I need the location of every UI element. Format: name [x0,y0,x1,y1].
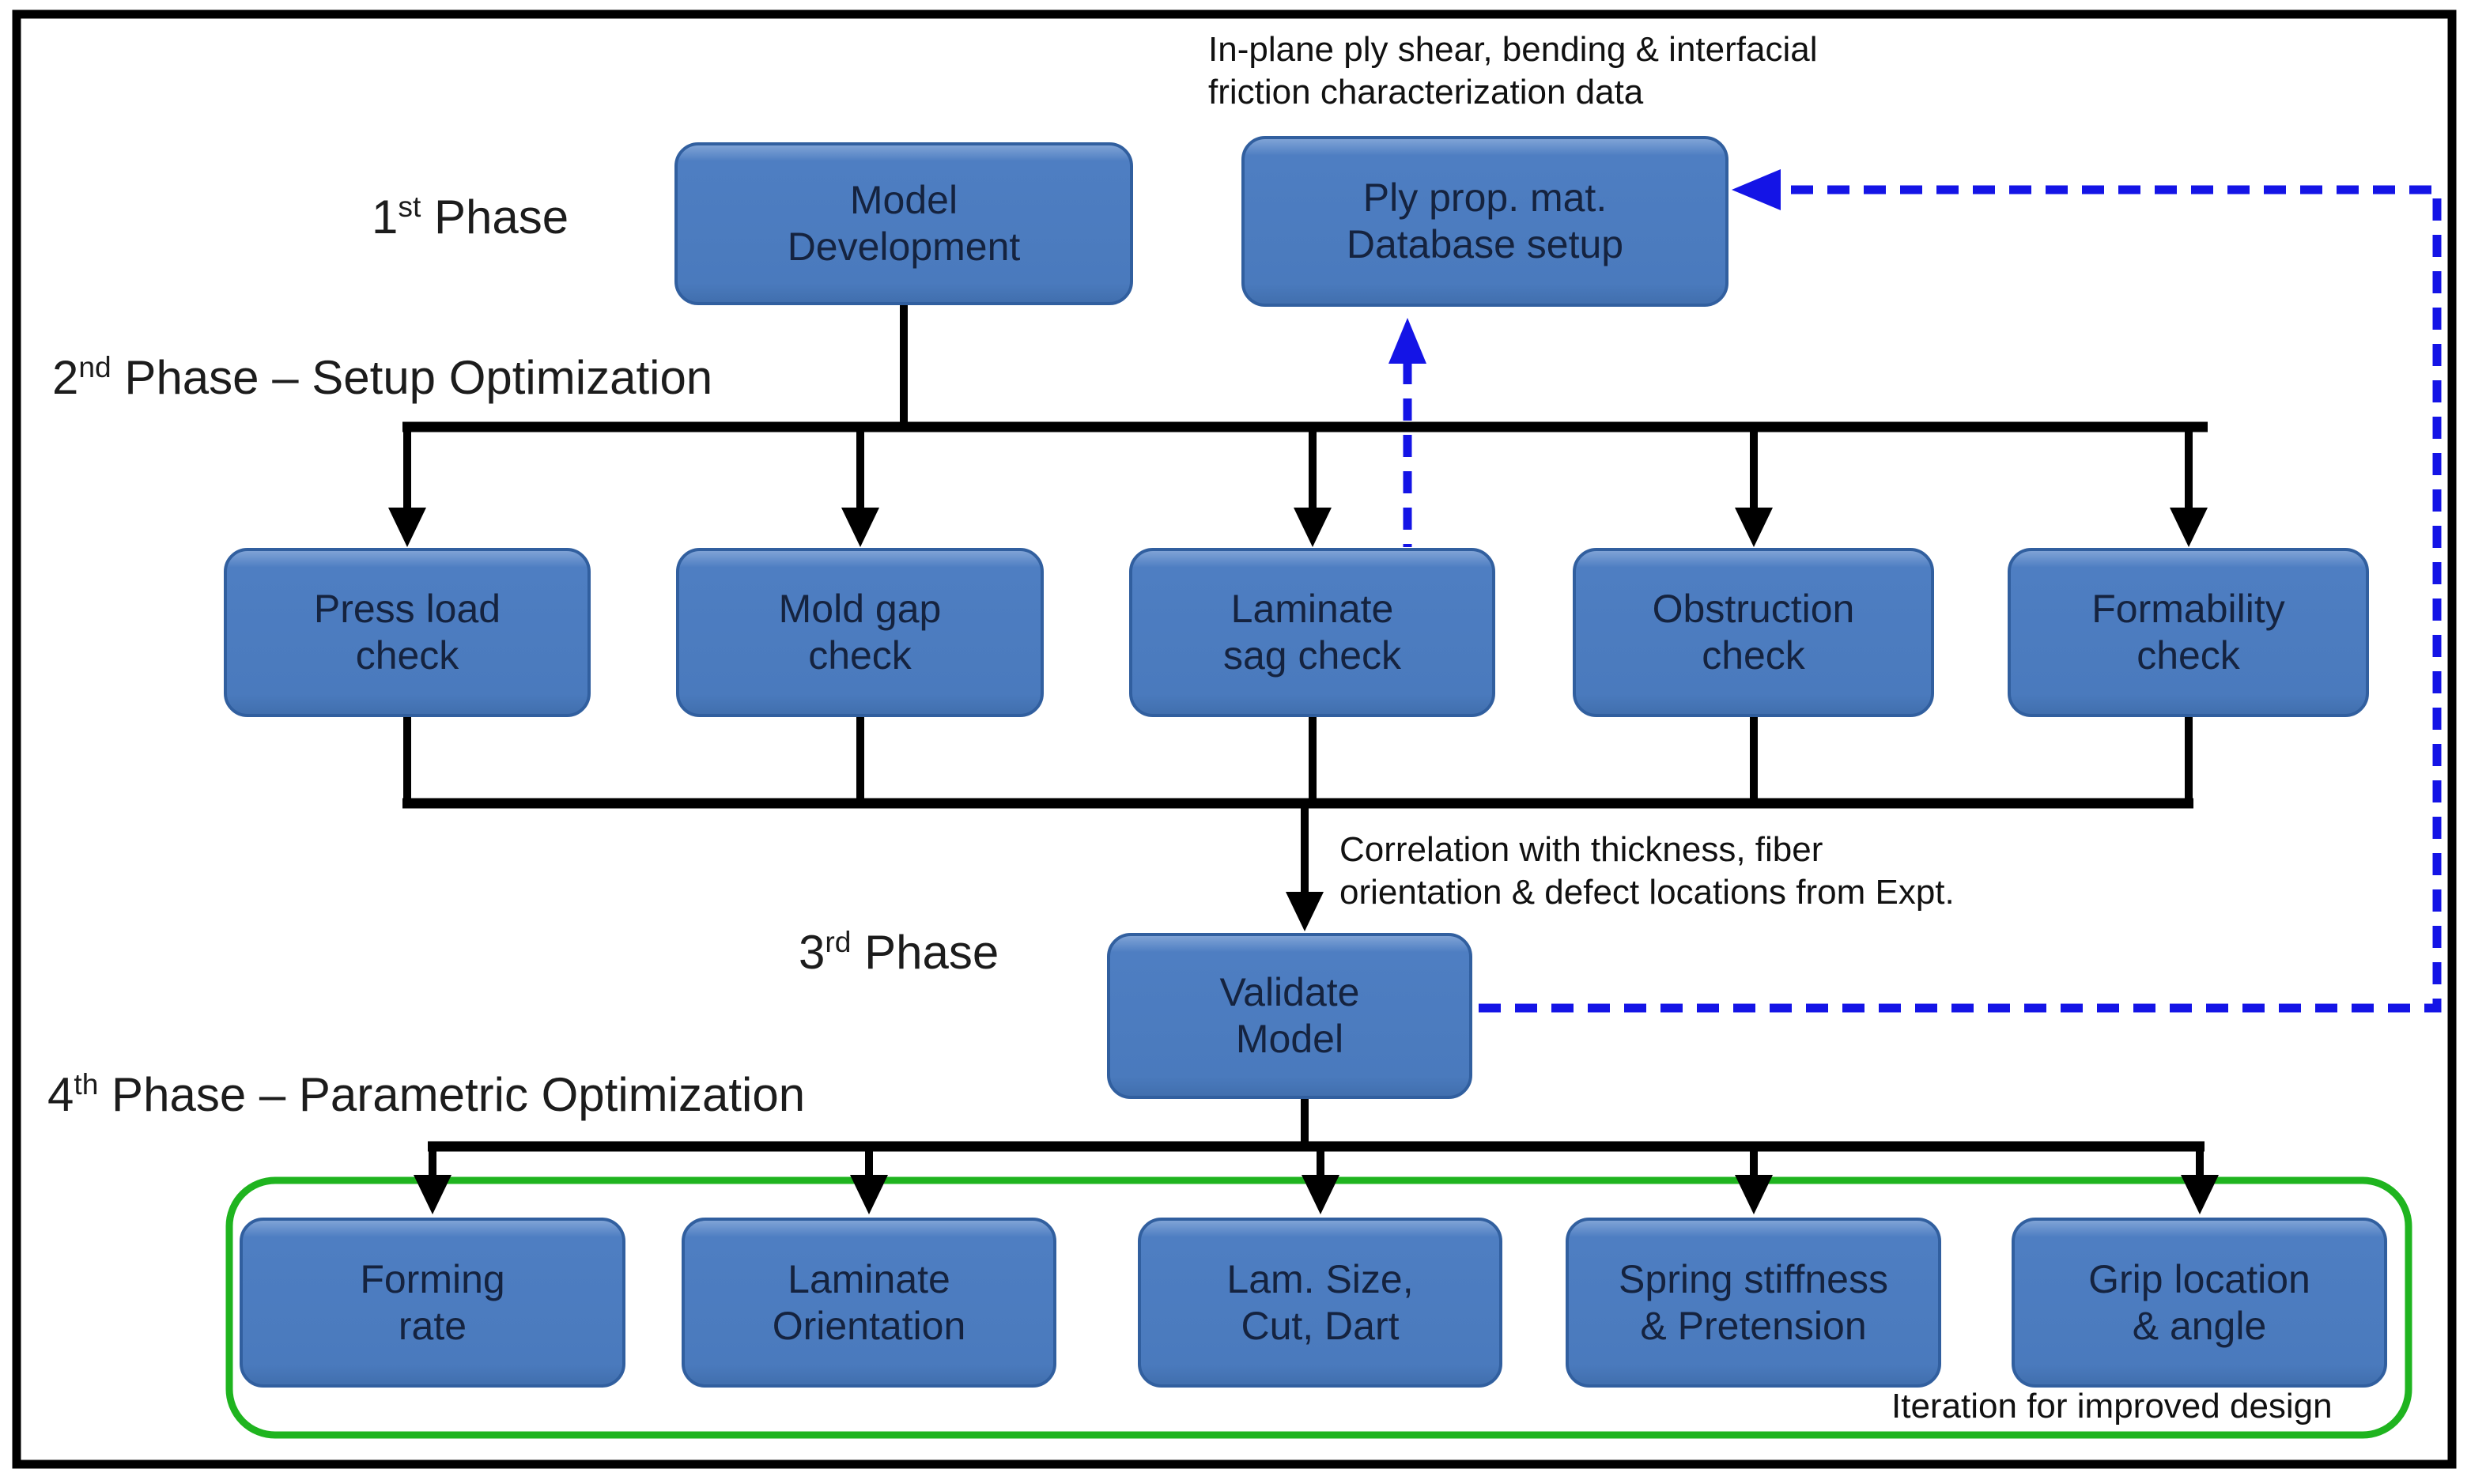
node-label-line: Obstruction [1652,587,1855,631]
node-laminate-orientation: Laminate Orientation [682,1218,1056,1388]
node-label-line: Ply prop. mat. [1362,176,1608,220]
node-mold-gap-check: Mold gap check [676,548,1044,717]
figure-border [12,9,2457,1469]
node-label-line: Spring stiffness [1619,1256,1888,1301]
node-label-line: Development [787,225,1021,269]
phase2-label: 2nd Phase – Setup Optimization [52,350,713,404]
ply-data-note-line1: In-plane ply shear, bending & interfacia… [1208,30,1818,69]
ply-data-note-line2: friction characterization data [1208,72,1644,111]
arrowhead-feedback-left [1732,169,1781,210]
node-obstruction-check: Obstruction check [1573,548,1934,717]
node-press-load-check: Press load check [224,548,591,717]
node-label-line: Cut, Dart [1241,1303,1400,1348]
node-spring-stiffness: Spring stiffness & Pretension [1566,1218,1941,1388]
arrowhead-mold [841,508,879,547]
arrowhead-press [388,508,426,547]
node-lam-size-cut-dart: Lam. Size, Cut, Dart [1138,1218,1502,1388]
node-label-line: & angle [2132,1303,2267,1348]
node-label-line: & Pretension [1640,1303,1867,1348]
node-label-line: Forming [360,1256,505,1301]
arrowhead-sag [1294,508,1332,547]
node-label-line: sag check [1222,633,1402,678]
node-label-line: Lam. Size, [1226,1256,1414,1301]
node-label-line: rate [398,1303,467,1348]
node-ply-prop-database: Ply prop. mat. Database setup [1241,136,1728,307]
node-forming-rate: Forming rate [240,1218,625,1388]
arrowhead-formability [2170,508,2208,547]
arrowhead-orientation [850,1175,888,1214]
node-label-line: Model [1235,1017,1344,1061]
arrowhead-feedback-up [1388,318,1426,364]
arrowhead-lamsize [1302,1175,1339,1214]
node-label-line: check [1702,633,1805,678]
correlation-note-line2: orientation & defect locations from Expt… [1339,872,1955,912]
iteration-note: Iteration for improved design [1891,1387,2333,1425]
node-label-line: Database setup [1346,222,1624,266]
correlation-note: Correlation with thickness, fiber orient… [1339,829,1955,913]
phase4-label: 4th Phase – Parametric Optimization [47,1067,806,1121]
phase1-label: 1st Phase [372,190,569,244]
node-label-line: check [355,633,459,678]
phase3-label: 3rd Phase [799,925,999,979]
node-label-line: Laminate [788,1256,950,1301]
arrowhead-grip [2181,1175,2219,1214]
correlation-note-line1: Correlation with thickness, fiber [1339,830,1823,869]
node-label-line: Formability [2091,587,2285,631]
node-label-line: check [808,633,912,678]
arrowhead-spring [1735,1175,1773,1214]
node-laminate-sag-check: Laminate sag check [1129,548,1495,717]
node-label-line: Orientation [772,1303,966,1348]
node-label-line: Model [849,178,958,222]
node-label-line: Grip location [2088,1256,2310,1301]
node-grip-location: Grip location & angle [2012,1218,2387,1388]
node-label-line: check [2137,633,2240,678]
node-model-development: Model Development [674,142,1133,305]
node-formability-check: Formability check [2008,548,2369,717]
node-label-line: Validate [1219,970,1360,1014]
arrowhead-obstruction [1735,508,1773,547]
node-label-line: Press load [313,587,501,631]
node-validate-model: Validate Model [1107,933,1472,1099]
node-label-line: Laminate [1230,587,1394,631]
node-label-line: Mold gap [778,587,942,631]
feedback-loop-dashed [1479,185,2442,1013]
arrowhead-forming [414,1175,451,1214]
arrowhead-validate [1286,892,1324,931]
ply-data-note: In-plane ply shear, bending & interfacia… [1208,28,1818,113]
